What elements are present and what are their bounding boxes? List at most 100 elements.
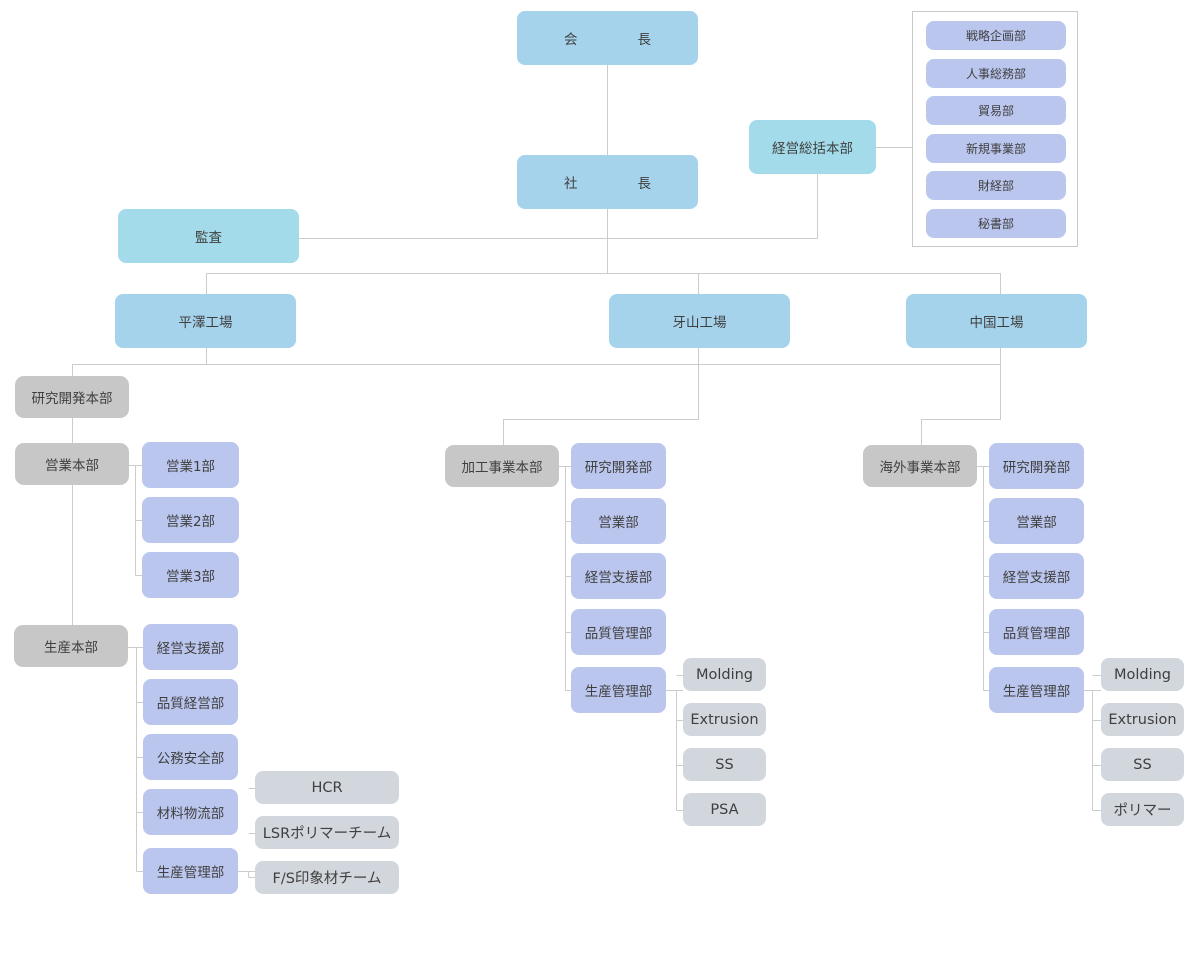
china-dept-box-label: 経営支援部 bbox=[1002, 570, 1071, 586]
asan-team-box-label: Molding bbox=[695, 666, 754, 683]
production-dept-box-label: 経営支援部 bbox=[156, 641, 225, 657]
management-dept-group bbox=[912, 11, 1078, 247]
sales-hq-box: 営業本部 bbox=[15, 443, 129, 485]
team-box: F/S印象材チーム bbox=[255, 861, 399, 894]
management-dept-box: 戦略企画部 bbox=[926, 21, 1066, 50]
president-box-char: 長 bbox=[637, 176, 652, 192]
rd-hq-box-label: 研究開発本部 bbox=[31, 391, 113, 407]
china-team-box: ポリマー bbox=[1101, 793, 1184, 826]
asan-dept-box: 経営支援部 bbox=[571, 553, 666, 599]
plant-row-line bbox=[72, 364, 1001, 376]
team-box: LSRポリマーチーム bbox=[255, 816, 399, 849]
china-hq-line bbox=[921, 348, 1001, 445]
management-dept-box: 秘書部 bbox=[926, 208, 1066, 238]
audit-box: 監査 bbox=[118, 209, 299, 263]
production-dept-box: 生産管理部 bbox=[143, 848, 238, 894]
plants-line bbox=[206, 273, 1001, 294]
management-dept-box: 新規事業部 bbox=[926, 133, 1066, 163]
sales-dept-box: 営業1部 bbox=[142, 442, 239, 488]
production-dept-box-label: 生産管理部 bbox=[156, 865, 225, 881]
plant-box-label: 中国工場 bbox=[969, 315, 1024, 331]
asan-hq-line bbox=[503, 348, 699, 445]
plant-box: 平澤工場 bbox=[115, 294, 296, 348]
president-box-char: 社 bbox=[564, 176, 578, 192]
china-team-box-label: Extrusion bbox=[1108, 711, 1177, 728]
sales-dept-box-label: 営業3部 bbox=[165, 569, 216, 585]
production-hq-box: 生産本部 bbox=[14, 625, 128, 667]
sales-dept-box-label: 営業1部 bbox=[165, 459, 216, 475]
sales-hq-box-label: 営業本部 bbox=[45, 458, 99, 474]
production-dept-box: 公務安全部 bbox=[143, 734, 238, 780]
team-box-label: HCR bbox=[311, 779, 343, 796]
production-dept-box: 品質経営部 bbox=[143, 679, 238, 725]
china-hq-box: 海外事業本部 bbox=[863, 445, 977, 487]
asan-team-box: SS bbox=[683, 748, 766, 781]
team-box-label: LSRポリマーチーム bbox=[262, 826, 392, 842]
chairman-box: 会長 bbox=[517, 11, 698, 65]
china-dept-box: 研究開発部 bbox=[989, 443, 1084, 489]
asan-team-box: Extrusion bbox=[683, 703, 766, 736]
china-dept-box-label: 生産管理部 bbox=[1002, 684, 1071, 700]
asan-team-box-label: Extrusion bbox=[690, 711, 759, 728]
asan-dept-box-label: 営業部 bbox=[598, 515, 639, 531]
production-dept-box-label: 品質経営部 bbox=[156, 696, 225, 712]
audit-management-line bbox=[299, 174, 818, 239]
china-hq-box-label: 海外事業本部 bbox=[879, 460, 961, 476]
china-dept-box: 生産管理部 bbox=[989, 667, 1084, 713]
asan-dept-box: 品質管理部 bbox=[571, 609, 666, 655]
asan-dept-box: 研究開発部 bbox=[571, 443, 666, 489]
production-dept-box-label: 材料物流部 bbox=[156, 806, 225, 822]
team-box-label: F/S印象材チーム bbox=[272, 871, 382, 887]
china-team-box-label: SS bbox=[1133, 756, 1152, 773]
asan-dept-box-label: 品質管理部 bbox=[584, 626, 653, 642]
management-hq-box-label: 経営総括本部 bbox=[772, 141, 853, 157]
management-dept-box: 財経部 bbox=[926, 171, 1066, 200]
asan-dept-box: 生産管理部 bbox=[571, 667, 666, 713]
chairman-box-char: 長 bbox=[637, 32, 652, 48]
china-dept-box-label: 研究開発部 bbox=[1002, 460, 1071, 476]
team-box: HCR bbox=[255, 771, 399, 804]
management-dept-box-label: 貿易部 bbox=[977, 104, 1014, 118]
asan-hq-box: 加工事業本部 bbox=[445, 445, 559, 487]
production-dept-box: 経営支援部 bbox=[143, 624, 238, 670]
chairman-box-char: 会 bbox=[564, 32, 578, 48]
management-dept-box-label: 財経部 bbox=[977, 179, 1014, 193]
management-hq-box: 経営総括本部 bbox=[749, 120, 876, 174]
production-dept-box-label: 公務安全部 bbox=[156, 751, 225, 767]
asan-dept-box-label: 経営支援部 bbox=[584, 570, 653, 586]
management-dept-box-label: 人事総務部 bbox=[965, 66, 1026, 81]
asan-team-box: PSA bbox=[683, 793, 766, 826]
asan-dept-box-label: 研究開発部 bbox=[584, 460, 653, 476]
china-team-box: Molding bbox=[1101, 658, 1184, 691]
management-dept-box: 貿易部 bbox=[926, 96, 1066, 125]
management-dept-box: 人事総務部 bbox=[926, 58, 1066, 88]
management-dept-box-label: 戦略企画部 bbox=[965, 29, 1026, 43]
china-dept-box: 経営支援部 bbox=[989, 553, 1084, 599]
china-team-box: Extrusion bbox=[1101, 703, 1184, 736]
rd-hq-box: 研究開発本部 bbox=[15, 376, 129, 418]
production-hq-box-label: 生産本部 bbox=[44, 640, 98, 656]
china-team-box-label: Molding bbox=[1113, 666, 1172, 683]
asan-team-box-label: PSA bbox=[710, 801, 739, 818]
asan-hq-box-label: 加工事業本部 bbox=[461, 460, 543, 476]
plant-box-label: 牙山工場 bbox=[672, 315, 727, 331]
china-dept-box: 品質管理部 bbox=[989, 609, 1084, 655]
management-dept-box-label: 新規事業部 bbox=[965, 141, 1026, 156]
china-team-box: SS bbox=[1101, 748, 1184, 781]
production-dept-box: 材料物流部 bbox=[143, 789, 238, 835]
asan-team-box: Molding bbox=[683, 658, 766, 691]
sales-dept-box: 営業2部 bbox=[142, 497, 239, 543]
audit-box-label: 監査 bbox=[195, 230, 222, 246]
china-dept-box-label: 品質管理部 bbox=[1002, 626, 1071, 642]
asan-dept-box: 営業部 bbox=[571, 498, 666, 544]
china-dept-box-label: 営業部 bbox=[1016, 515, 1057, 531]
china-team-box-label: ポリマー bbox=[1113, 803, 1172, 819]
asan-dept-box-label: 生産管理部 bbox=[584, 684, 653, 700]
sales-dept-box-label: 営業2部 bbox=[165, 514, 216, 530]
asan-team-box-label: SS bbox=[715, 756, 734, 773]
plant-box: 牙山工場 bbox=[609, 294, 790, 348]
management-dept-box-label: 秘書部 bbox=[977, 216, 1014, 231]
plant-box-label: 平澤工場 bbox=[178, 315, 233, 331]
sales-dept-box: 営業3部 bbox=[142, 552, 239, 598]
